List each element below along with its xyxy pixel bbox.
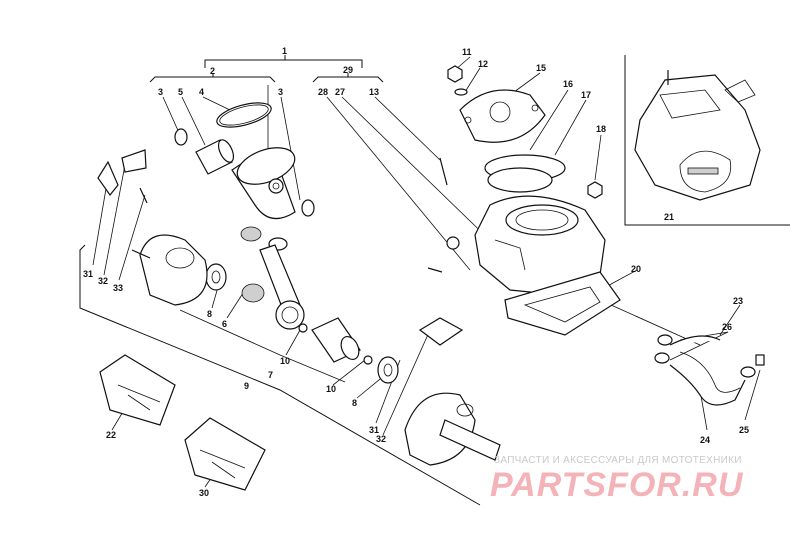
watermark-logo: PARTSFOR.RU [490,466,744,504]
callout-8-lower: 8 [352,398,357,408]
callout-23: 23 [733,296,743,306]
bracket-group-1 [204,55,363,68]
small-end-bearing [240,226,288,251]
bracket-group-2 [149,73,276,83]
engine-inset-panel [624,55,790,226]
callout-30: 30 [199,488,209,498]
callout-20: 20 [631,264,641,274]
watermark-subtitle: ЗАПЧАСТИ И АКСЕССУАРЫ ДЛЯ МОТОТЕХНИКИ [494,455,742,466]
callout-32: 32 [98,276,108,286]
callout-10: 10 [280,356,290,366]
callout-26: 26 [722,322,732,332]
callout-1: 1 [282,46,287,56]
bearing-cover-plate [97,149,464,346]
callout-3: 3 [158,87,163,97]
head-gasket [484,154,566,193]
callout-8: 8 [207,309,212,319]
cylinder-nut [587,181,603,199]
crankshaft-left-half [131,234,208,306]
callout-2: 2 [210,66,215,76]
callout-25: 25 [739,425,749,435]
crank-pin [311,317,361,363]
cylinder-stud [439,157,448,186]
big-end-bearing [241,283,265,303]
connecting-rod [259,244,305,330]
piston [231,147,296,220]
callout-22: 22 [106,430,116,440]
head-nut [447,65,468,96]
bracket-group-29 [312,73,384,83]
base-gasket [504,271,621,336]
callout-15: 15 [536,63,546,73]
callout-5: 5 [178,87,183,97]
callout-27: 27 [335,87,345,97]
callout-11: 11 [462,47,472,57]
callout-29: 29 [343,65,353,75]
plastic-bag [99,354,266,491]
crankshaft-right-half [404,392,501,466]
callout-10-lower: 10 [326,384,336,394]
callout-28: 28 [318,87,328,97]
callout-24: 24 [700,435,710,445]
callout-7: 7 [268,370,273,380]
callout-18: 18 [596,124,606,134]
coolant-hose [669,335,746,406]
callout-13: 13 [369,87,379,97]
circlip [174,128,315,217]
piston-pin [195,139,235,175]
callout-12: 12 [478,59,488,69]
callout-21: 21 [664,212,674,222]
callout-32-lower: 32 [376,434,386,444]
callout-31: 31 [83,269,93,279]
thrust-washer [205,263,399,384]
bracket-group-9 [79,244,481,506]
callout-4: 4 [199,87,204,97]
callout-6: 6 [222,319,227,329]
callout-16: 16 [563,79,573,89]
cylinder [427,195,606,296]
cylinder-head [459,89,546,143]
callout-9: 9 [244,381,249,391]
callout-3-right: 3 [278,87,283,97]
callout-labels: 1 2 3 5 4 3 29 28 27 13 11 12 15 16 17 1… [83,46,749,498]
callout-33: 33 [113,283,123,293]
crank-screw [139,187,148,204]
hose-clamp [654,334,756,378]
callout-17: 17 [581,90,591,100]
hose-fitting [755,354,765,366]
callout-31-lower: 31 [369,425,379,435]
piston-ring [216,102,272,128]
